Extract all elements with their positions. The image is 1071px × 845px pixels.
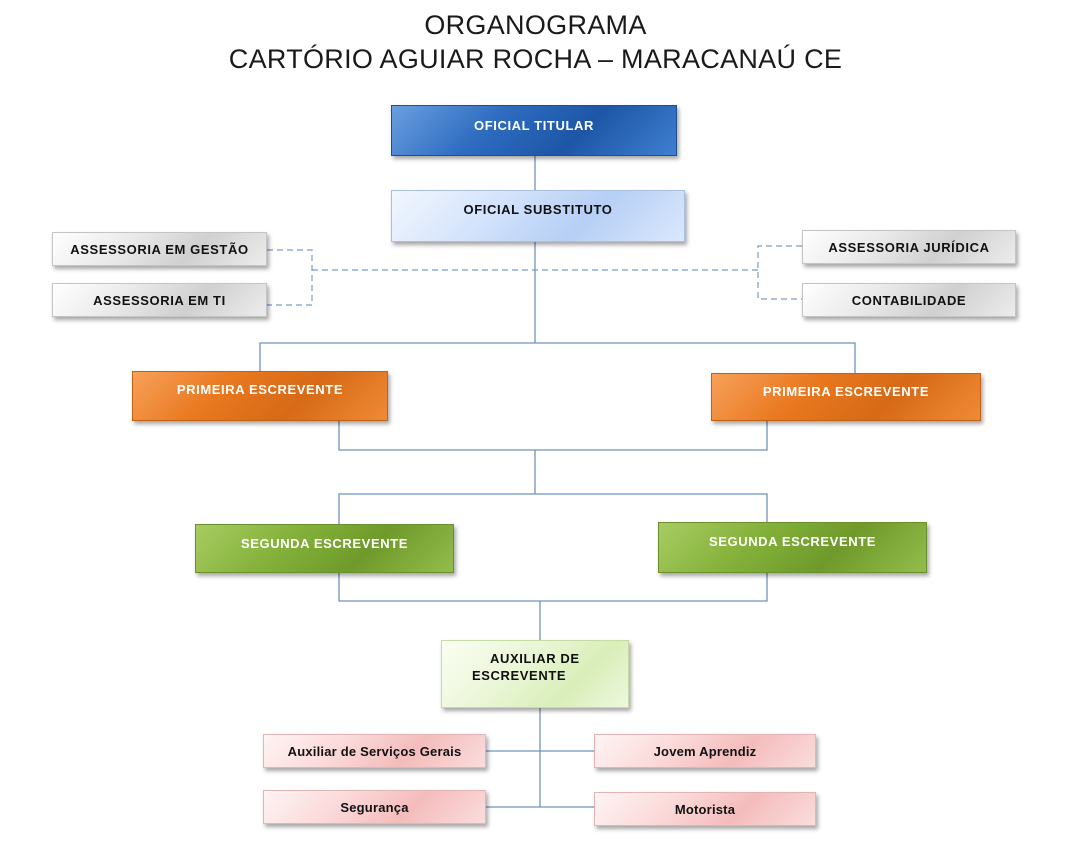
connector-segunda-bar — [338, 493, 768, 524]
connector-segunda-bottom — [338, 573, 768, 602]
node-motorista: Motorista — [594, 792, 816, 826]
chart-title-line-1: ORGANOGRAMA — [424, 10, 647, 40]
node-jovem-aprendiz: Jovem Aprendiz — [594, 734, 816, 768]
dashed-bracket-left — [267, 249, 313, 306]
node-seguranca: Segurança — [263, 790, 486, 824]
connector-primeira-bar — [259, 342, 856, 373]
node-oficial-titular: OFICIAL TITULAR — [391, 105, 677, 156]
node-primeira-escrevente-left: PRIMEIRA ESCREVENTE — [132, 371, 388, 421]
node-segunda-escrevente-left: SEGUNDA ESCREVENTE — [195, 524, 454, 573]
node-assessoria-ti: ASSESSORIA EM TI — [52, 283, 267, 317]
node-contabilidade: CONTABILIDADE — [802, 283, 1016, 317]
connector-primeira-bottom — [338, 421, 768, 451]
node-assessoria-juridica: ASSESSORIA JURÍDICA — [802, 230, 1016, 264]
node-segunda-escrevente-right: SEGUNDA ESCREVENTE — [658, 522, 927, 573]
node-auxiliar-servicos-gerais: Auxiliar de Serviços Gerais — [263, 734, 486, 768]
node-auxiliar-escrevente: AUXILIAR DE ESCREVENTE — [441, 640, 629, 708]
dashed-bracket-right — [757, 245, 802, 300]
chart-title-line-2: CARTÓRIO AGUIAR ROCHA – MARACANAÚ CE — [228, 44, 843, 74]
node-oficial-substituto: OFICIAL SUBSTITUTO — [391, 190, 685, 242]
node-assessoria-gestao: ASSESSORIA EM GESTÃO — [52, 232, 267, 266]
node-primeira-escrevente-right: PRIMEIRA ESCREVENTE — [711, 373, 981, 421]
